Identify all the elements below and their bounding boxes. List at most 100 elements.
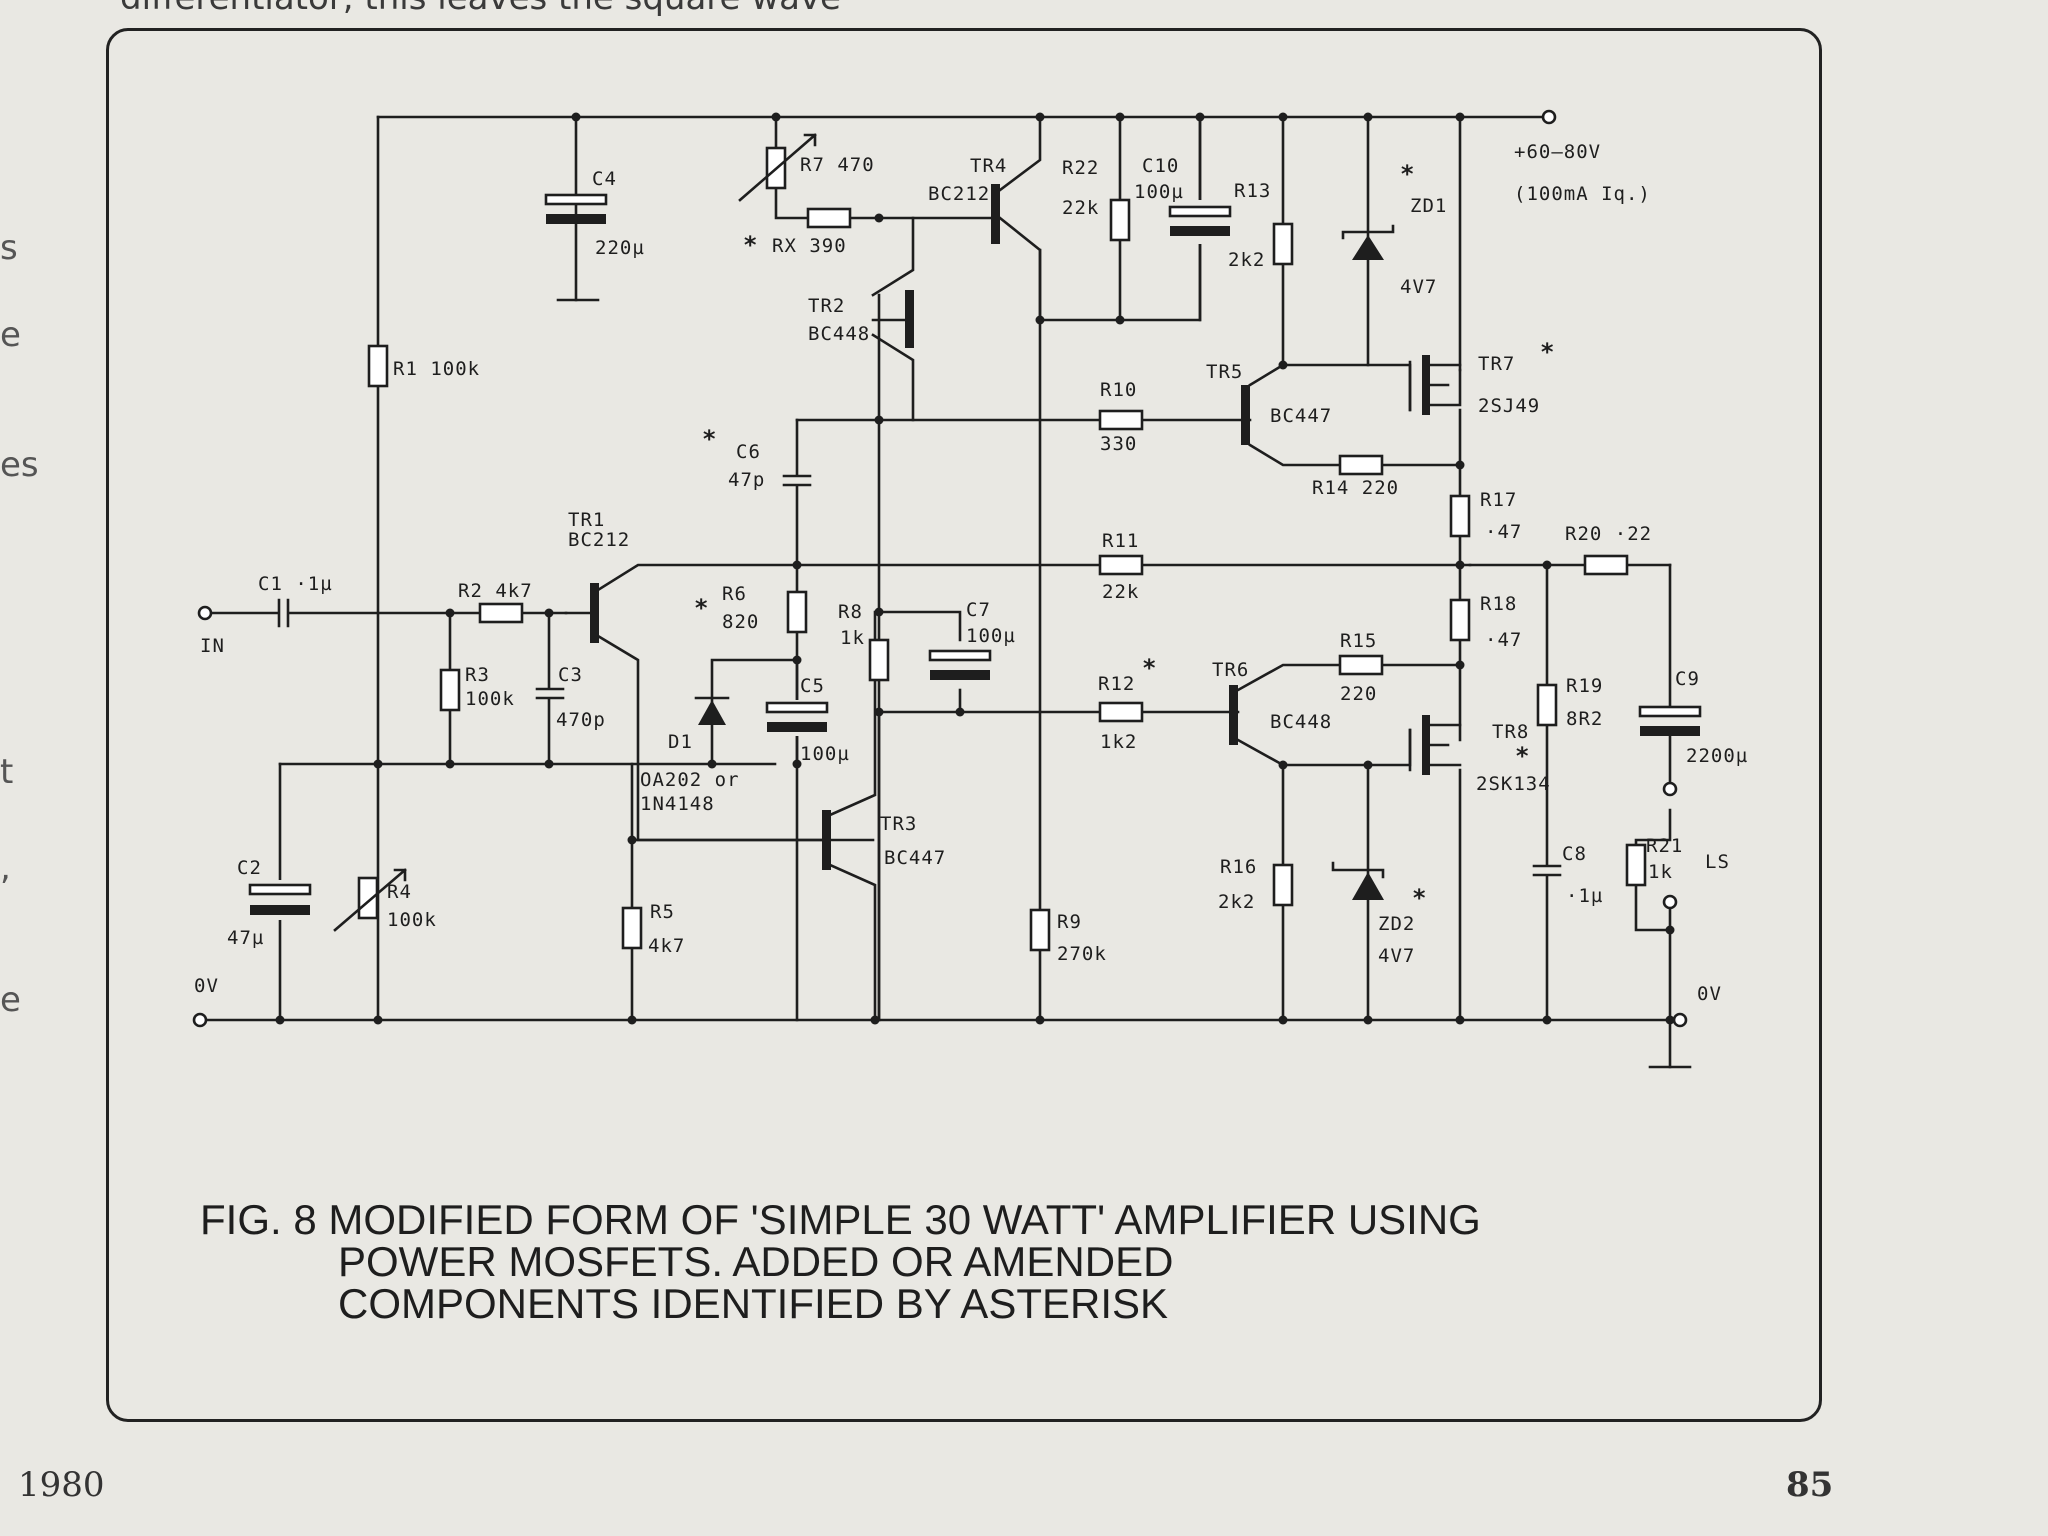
ground-label-right: 0V xyxy=(1697,983,1722,1005)
junction-dot xyxy=(1035,112,1045,122)
capacitor-c6 xyxy=(782,474,812,487)
c6-value: 47p xyxy=(728,469,765,491)
tr2-label: TR2 xyxy=(808,295,845,317)
zener-zd2 xyxy=(1352,872,1384,900)
r4-value: 100k xyxy=(387,909,437,931)
junction-dot xyxy=(373,759,383,769)
resistor-r17 xyxy=(1449,494,1471,538)
zd2-value: 4V7 xyxy=(1378,945,1415,967)
junction-dot xyxy=(1115,112,1125,122)
r8-value: 1k xyxy=(840,627,865,649)
junction-dot xyxy=(1195,112,1205,122)
resistor-r16 xyxy=(1272,863,1294,907)
diodes xyxy=(694,224,1395,900)
resistor-r4 xyxy=(357,876,379,920)
capacitor-c3 xyxy=(535,687,565,700)
r15-value: 220 xyxy=(1340,683,1377,705)
r22-label: R22 xyxy=(1062,157,1099,179)
c10-value: 100µ xyxy=(1134,181,1184,203)
supply-note: (100mA Iq.) xyxy=(1514,183,1651,205)
diode-d1 xyxy=(698,700,726,725)
figure-caption: FIG. 8 MODIFIED FORM OF 'SIMPLE 30 WATT'… xyxy=(200,1196,1481,1327)
c5-value: 100µ xyxy=(800,743,850,765)
junction-dot xyxy=(1542,560,1552,570)
tr8-value: 2SK134 xyxy=(1476,773,1551,795)
tr4-value: BC212 xyxy=(928,183,990,205)
c1-label: C1 ·1µ xyxy=(258,573,333,595)
page-top-text: differentiator, this leaves the square w… xyxy=(120,0,841,18)
resistor-r6 xyxy=(786,590,808,634)
page-number: 85 xyxy=(1786,1465,1834,1505)
tr1-label: TR1 xyxy=(568,509,605,531)
capacitor-c5 xyxy=(765,700,829,736)
c3-value: 470p xyxy=(556,709,606,731)
resistor-r13 xyxy=(1272,222,1294,266)
r16-value: 2k2 xyxy=(1218,891,1255,913)
tr7-value: 2SJ49 xyxy=(1478,395,1540,417)
junction-dot xyxy=(1455,112,1465,122)
supply-terminal xyxy=(1541,109,1557,125)
junction-dot xyxy=(1035,315,1045,325)
tr4-label: TR4 xyxy=(970,155,1007,177)
r21-value: 1k xyxy=(1648,861,1673,883)
c2-value: 47µ xyxy=(227,927,264,949)
c6-label: C6 xyxy=(736,441,761,463)
c7-label: C7 xyxy=(966,599,991,621)
margin-fragment: , xyxy=(0,848,11,888)
c4-value: 220µ xyxy=(595,237,645,259)
d1-value: OA202 or xyxy=(640,769,740,791)
resistor-r20 xyxy=(1583,554,1629,576)
transistor-tr2 xyxy=(905,290,914,348)
variable-arrow-icon xyxy=(738,133,817,202)
r4-label: R4 xyxy=(387,881,412,903)
junction-dot xyxy=(1278,1015,1288,1025)
resistor-r12 xyxy=(1098,701,1144,723)
capacitor-c2 xyxy=(248,880,312,920)
junction-dot xyxy=(870,1015,880,1025)
tr1-value: BC212 xyxy=(568,529,630,551)
capacitor-c8 xyxy=(1532,864,1562,877)
tr8-label: TR8 xyxy=(1492,721,1529,743)
junction-dot xyxy=(707,759,717,769)
tr5-label: TR5 xyxy=(1206,361,1243,383)
r3-label: R3 xyxy=(465,664,490,686)
r22-value: 22k xyxy=(1062,197,1099,219)
asterisk-c6: * xyxy=(702,425,717,453)
resistor-r8 xyxy=(868,638,890,682)
junction-dot xyxy=(1542,1015,1552,1025)
capacitor-c1 xyxy=(277,598,290,628)
junction-dot xyxy=(874,707,884,717)
figure-frame xyxy=(106,28,1822,1422)
caption-line-2: POWER MOSFETS. ADDED OR AMENDED xyxy=(338,1238,1173,1285)
input-terminal xyxy=(197,605,213,621)
resistor-r5 xyxy=(621,906,643,950)
r10-label: R10 xyxy=(1100,379,1137,401)
r5-label: R5 xyxy=(650,901,675,923)
transistors xyxy=(590,184,1462,870)
asterisk-zd1: * xyxy=(1400,160,1415,188)
tr2-value: BC448 xyxy=(808,323,870,345)
resistor-r19 xyxy=(1536,683,1558,727)
capacitor-c9 xyxy=(1638,705,1702,736)
supply-label: +60–80V xyxy=(1514,141,1601,163)
capacitors xyxy=(248,193,1702,920)
transistor-tr3 xyxy=(822,810,831,870)
junction-dot xyxy=(571,112,581,122)
r2-label: R2 4k7 xyxy=(458,580,533,602)
asterisk-tr8: * xyxy=(1515,742,1530,770)
junction-dot xyxy=(1363,1015,1373,1025)
wiring xyxy=(205,115,1692,1069)
zd1-value: 4V7 xyxy=(1400,276,1437,298)
transistor-tr6 xyxy=(1229,685,1238,745)
resistor-r18 xyxy=(1449,598,1471,642)
resistor-r22 xyxy=(1109,198,1131,242)
asterisk-rx: * xyxy=(743,231,758,259)
junction-dot xyxy=(874,415,884,425)
r16-label: R16 xyxy=(1220,856,1257,878)
c3-label: C3 xyxy=(558,664,583,686)
transistor-tr1 xyxy=(590,583,599,643)
resistor-r11 xyxy=(1098,554,1144,576)
r20-label: R20 ·22 xyxy=(1565,523,1652,545)
junction-dot xyxy=(627,835,637,845)
margin-fragment: t xyxy=(0,752,14,792)
